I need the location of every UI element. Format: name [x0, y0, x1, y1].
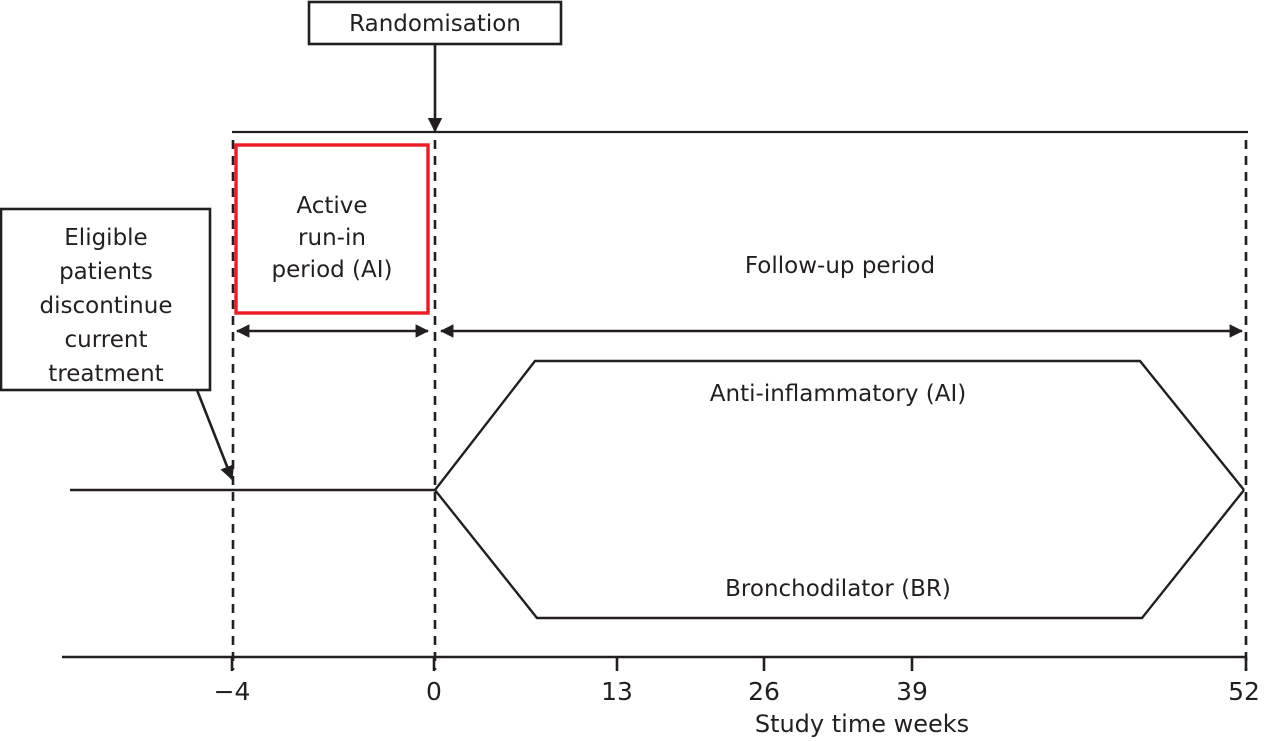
x-axis-ticklabel-13: 13 [601, 677, 633, 706]
x-axis-ticklabel-minus4: −4 [214, 677, 251, 706]
x-axis-group: −4 0 13 26 39 52 Study time weeks [62, 655, 1260, 738]
eligible-patients-line-4: current [65, 327, 148, 353]
active-run-in-line-1: Active [296, 193, 367, 219]
eligible-patients-group: Eligible patients discontinue current tr… [0, 207, 234, 481]
anti-inflammatory-arm-shape [434, 359, 1245, 491]
anti-inflammatory-arm-label: Anti-inflammatory (AI) [710, 381, 966, 407]
x-axis-title: Study time weeks [755, 710, 969, 738]
randomisation-box [307, 0, 563, 46]
eligible-patients-line-5: treatment [48, 361, 163, 387]
active-run-in-line-3: period (AI) [271, 257, 392, 283]
x-axis-ticklabel-52: 52 [1228, 677, 1260, 706]
x-axis-ticklabel-0: 0 [426, 677, 442, 706]
bronchodilator-arm-label: Bronchodilator (BR) [725, 576, 951, 602]
randomisation-label: Randomisation [349, 11, 521, 37]
active-run-in-line-2: run-in [298, 225, 366, 251]
eligible-patients-arrow [195, 389, 234, 481]
randomisation-group: Randomisation [307, 0, 563, 133]
bronchodilator-arm-shape [434, 489, 1245, 620]
run-in-period-group: Active run-in period (AI) [234, 143, 430, 315]
follow-up-period-label: Follow-up period [745, 253, 935, 279]
x-axis-ticklabel-39: 39 [896, 677, 928, 706]
active-run-in-box [234, 143, 430, 315]
x-axis-ticklabel-26: 26 [748, 677, 780, 706]
treatment-arms-group: Anti-inflammatory (AI) Bronchodilator (B… [434, 359, 1245, 620]
eligible-patients-line-1: Eligible [64, 225, 147, 251]
eligible-patients-box [0, 207, 212, 392]
eligible-patients-line-2: patients [59, 259, 153, 285]
eligible-patients-line-3: discontinue [40, 293, 173, 319]
